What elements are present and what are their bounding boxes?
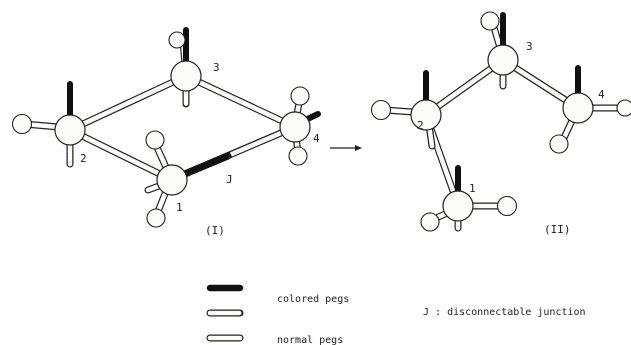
ring-bond-2-1 <box>66 126 176 184</box>
h-ball <box>496 195 518 217</box>
ring-bond-2-3 <box>66 72 190 134</box>
carbon-ball-2 <box>410 99 442 131</box>
carbon-ball-3 <box>170 60 202 92</box>
carbon-ball-4 <box>279 111 311 143</box>
h-ball <box>549 134 569 154</box>
atom-label: 4 <box>598 88 605 101</box>
structure-i-caption: (I) <box>205 224 225 237</box>
h-ball <box>370 99 392 121</box>
structure-ii-model: 2 3 4 1 (II) <box>370 11 631 236</box>
h-ball <box>11 113 33 135</box>
structure-ii-caption: (II) <box>544 223 571 236</box>
legend-normal-pegs-label: normal pegs <box>277 335 343 345</box>
junction-definition: J : disconnectable junction <box>423 307 586 318</box>
h-ball <box>145 130 165 150</box>
carbon-ball-1 <box>442 190 474 222</box>
atom-label: 3 <box>213 61 220 74</box>
atom-label: 3 <box>526 40 533 53</box>
structure-i-model: 2 3 4 1 J (I) <box>11 27 321 237</box>
carbon-ball-4 <box>562 92 594 124</box>
h-ball <box>480 11 500 31</box>
carbon-ball-2 <box>54 114 86 146</box>
atom-label: 2 <box>80 152 87 165</box>
atom-label: 1 <box>176 201 183 214</box>
junction-bond-1-4 <box>176 123 299 180</box>
ring-bond-3-4 <box>182 72 299 131</box>
atom-label: 1 <box>469 182 476 195</box>
legend: colored pegs normal pegs J : disconnecta… <box>206 284 586 345</box>
carbon-ball-3 <box>487 44 519 76</box>
h-ball <box>616 99 631 117</box>
atom-label: 4 <box>313 132 320 145</box>
h-ball <box>168 31 186 49</box>
h-ball <box>288 146 308 166</box>
junction-label: J <box>226 173 233 186</box>
legend-colored-pegs-label: colored pegs <box>277 294 349 305</box>
h-ball <box>290 86 310 106</box>
h-ball <box>420 212 440 232</box>
atom-label: 2 <box>417 119 424 132</box>
h-ball <box>146 208 166 228</box>
carbon-ball-1 <box>156 164 188 196</box>
chain-bond-2-3 <box>422 56 507 119</box>
reaction-arrow <box>330 145 362 151</box>
